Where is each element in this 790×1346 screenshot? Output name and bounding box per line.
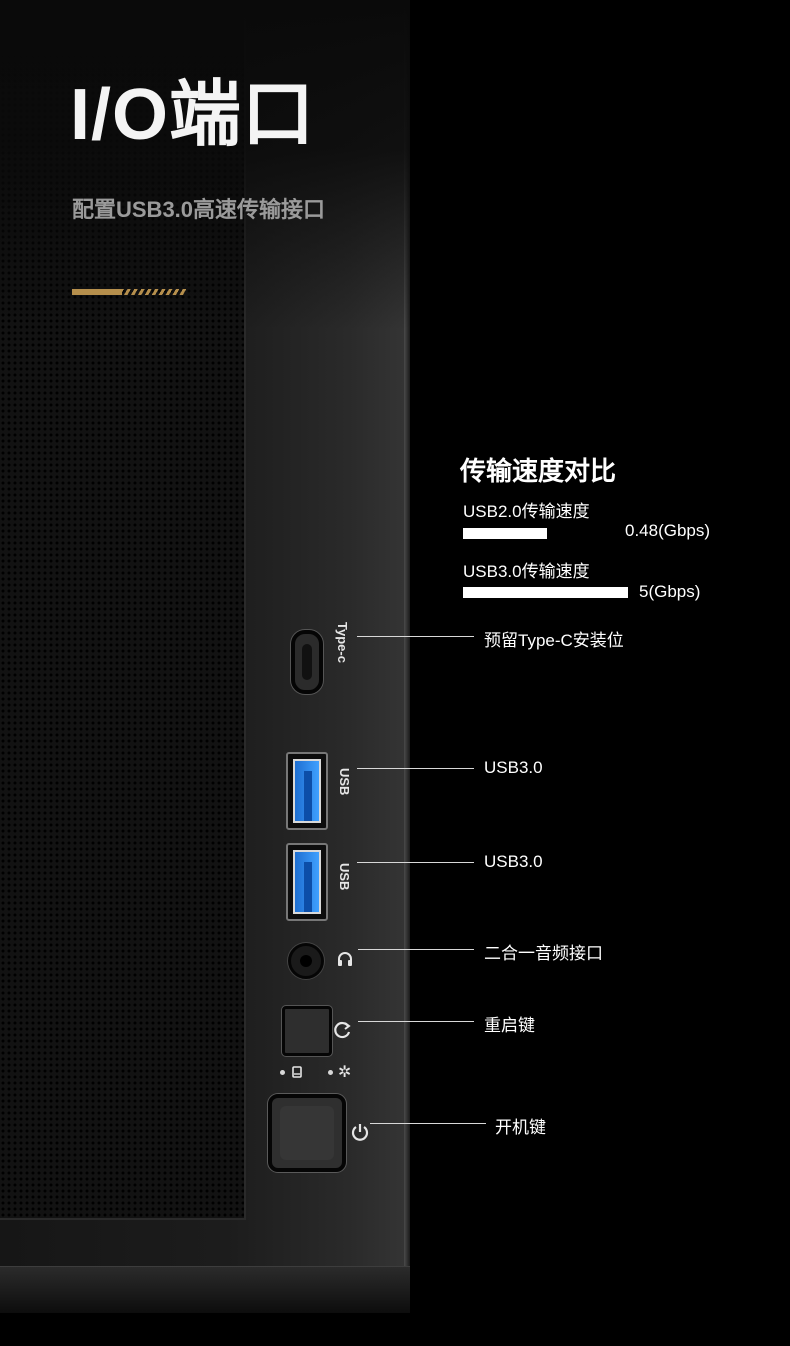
usb-marking-2: USB — [337, 863, 352, 891]
audio-leader-line — [358, 949, 474, 950]
reset-label: 重启键 — [484, 1016, 535, 1035]
speed-compare-title: 传输速度对比 — [460, 456, 617, 486]
case-edge — [404, 0, 410, 1310]
sun-icon: ✲ — [338, 1064, 352, 1081]
usb3-speed-value: 5(Gbps) — [639, 582, 701, 601]
power-icon — [351, 1124, 369, 1141]
typec-leader-line — [357, 636, 474, 637]
usb3-speed-bar — [463, 587, 628, 598]
power-led — [328, 1070, 333, 1075]
usb2-leader-line — [357, 862, 474, 863]
typec-label: 预留Type-C安装位 — [484, 631, 624, 650]
typec-marking: Type-c — [335, 622, 350, 663]
usb-port-1 — [286, 752, 328, 830]
power-button[interactable] — [268, 1094, 346, 1172]
page-title: I/O端口 — [70, 75, 316, 155]
headphone-icon — [338, 952, 352, 966]
hdd-led — [280, 1070, 285, 1075]
case-base — [0, 1266, 410, 1313]
reset-button[interactable] — [282, 1006, 332, 1056]
top-shadow — [0, 0, 410, 330]
usb2-speed-label: USB2.0传输速度 — [463, 502, 590, 521]
power-label: 开机键 — [495, 1118, 546, 1137]
power-leader-line — [370, 1123, 486, 1124]
hdd-icon — [292, 1066, 302, 1078]
audio-label: 二合一音频接口 — [484, 944, 603, 963]
usb2-speed-value: 0.48(Gbps) — [625, 521, 711, 540]
usb1-leader-line — [357, 768, 474, 769]
typec-port — [291, 630, 323, 694]
page-subtitle: 配置USB3.0高速传输接口 — [72, 197, 326, 222]
audio-jack — [288, 943, 324, 979]
restart-icon — [334, 1021, 351, 1039]
usb3-speed-label: USB3.0传输速度 — [463, 562, 590, 581]
usb2-label: USB3.0 — [484, 852, 543, 871]
usb2-speed-bar — [463, 528, 547, 539]
decorative-stripe — [72, 289, 186, 295]
usb-port-2 — [286, 843, 328, 921]
usb1-label: USB3.0 — [484, 758, 543, 777]
reset-leader-line — [358, 1021, 474, 1022]
usb-marking-1: USB — [337, 768, 352, 796]
